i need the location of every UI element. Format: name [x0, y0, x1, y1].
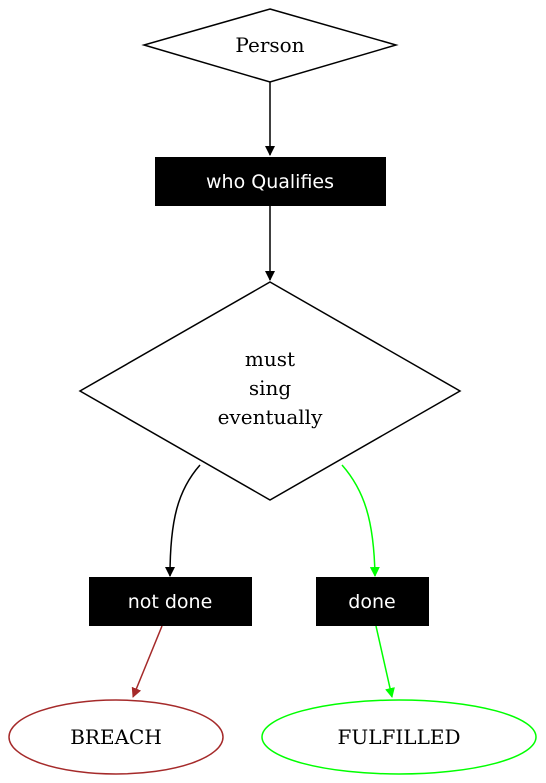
- breach-node: BREACH: [8, 699, 224, 775]
- person-diamond: [141, 8, 399, 83]
- breach-label: BREACH: [70, 725, 162, 749]
- breach-ellipse: [8, 699, 224, 775]
- who-qualifies-label: who Qualifies: [206, 171, 334, 193]
- who-qualifies-box: [155, 157, 386, 206]
- edge-not-done-to-breach: [131, 625, 163, 698]
- must-sing-line-3: eventually: [218, 405, 323, 429]
- done-label: done: [348, 591, 395, 613]
- must-sing-diamond: [78, 281, 462, 501]
- person-label: Person: [235, 33, 304, 57]
- who-qualifies-node: who Qualifies: [155, 157, 386, 206]
- edge-done-to-fulfilled: [375, 625, 395, 698]
- not-done-label: not done: [128, 591, 213, 613]
- done-node: done: [316, 577, 429, 626]
- done-box: [316, 577, 429, 626]
- edge-must-sing-to-not-done: [165, 464, 201, 577]
- edge-must-sing-to-done: [341, 464, 380, 577]
- not-done-node: not done: [89, 577, 252, 626]
- fulfilled-ellipse: [261, 699, 537, 775]
- must-sing-line-2: sing: [249, 376, 292, 400]
- must-sing-node: must sing eventually: [78, 281, 462, 501]
- must-sing-line-1: must: [245, 347, 295, 371]
- not-done-box: [89, 577, 252, 626]
- fulfilled-label: FULFILLED: [338, 725, 461, 749]
- person-node: Person: [141, 8, 399, 83]
- fulfilled-node: FULFILLED: [261, 699, 537, 775]
